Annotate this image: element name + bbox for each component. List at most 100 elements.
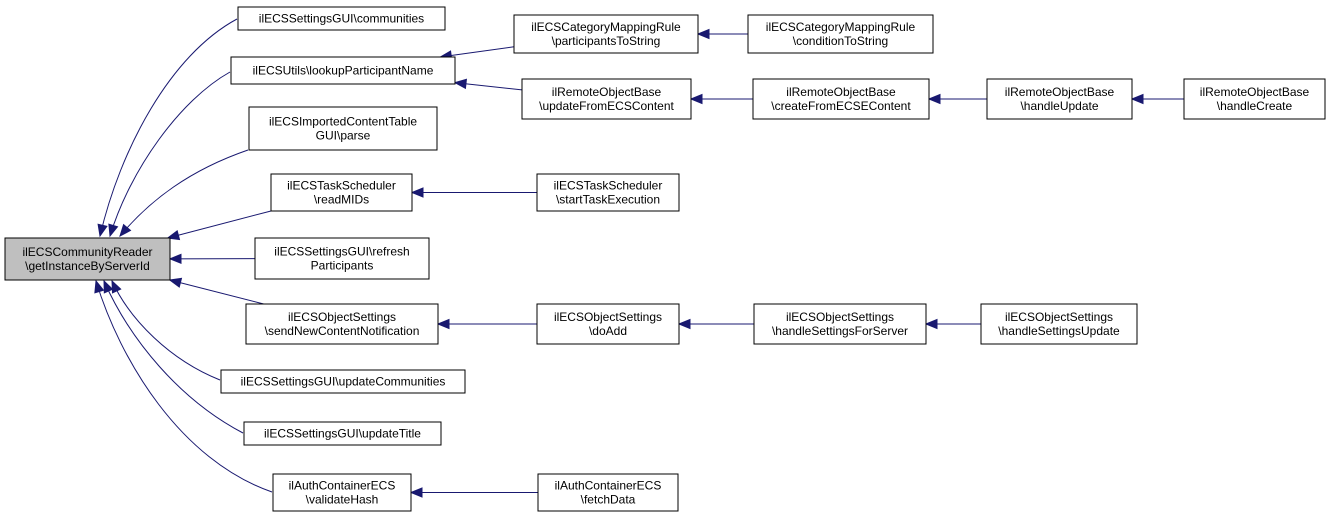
node-comm[interactable]: ilECSSettingsGUI\communities	[237, 6, 446, 31]
node-label: ilECSCommunityReader	[22, 245, 152, 259]
edge-handleSettingsForServer-to-doAdd	[677, 318, 754, 330]
node-box	[220, 369, 466, 394]
node-fetchData[interactable]: ilAuthContainerECS\fetchData	[537, 473, 679, 512]
arrow-head	[166, 230, 181, 241]
node-box	[536, 173, 680, 212]
node-updComm[interactable]: ilECSSettingsGUI\updateCommunities	[220, 369, 466, 394]
node-label: ilAuthContainerECS	[555, 479, 662, 493]
edge-lookup-to-root	[108, 71, 231, 238]
arrow-head	[97, 223, 108, 238]
node-box	[245, 303, 439, 345]
edge-comm-to-root	[97, 18, 238, 238]
edge-line	[99, 18, 238, 237]
node-label: ilECSObjectSettings	[786, 310, 894, 324]
node-updTitle[interactable]: ilECSSettingsGUI\updateTitle	[243, 421, 442, 446]
node-startTask[interactable]: ilECSTaskScheduler\startTaskExecution	[536, 173, 680, 212]
node-createFromECSE[interactable]: ilRemoteObjectBase\createFromECSEContent	[752, 78, 930, 120]
edge-readMIDs-to-root	[166, 210, 272, 241]
edge-condToStr-to-partToStr	[696, 28, 748, 40]
edge-handleSettingsUpdate-to-handleSettingsForServer	[924, 318, 981, 330]
node-root[interactable]: ilECSCommunityReader\getInstanceByServer…	[4, 237, 171, 281]
node-label: ilECSSettingsGUI\refresh	[274, 245, 409, 259]
arrow-head	[689, 93, 703, 105]
node-label: ilAuthContainerECS	[289, 479, 396, 493]
node-label: \startTaskExecution	[556, 193, 660, 207]
node-label: \doAdd	[589, 324, 627, 338]
node-label: \createFromECSEContent	[771, 99, 911, 113]
node-label: ilECSTaskScheduler	[287, 179, 396, 193]
arrow-head	[696, 28, 710, 40]
node-box	[4, 237, 171, 281]
edges-layer	[94, 18, 1184, 498]
node-box	[272, 473, 412, 512]
edge-line	[103, 280, 244, 434]
node-label: ilRemoteObjectBase	[1200, 85, 1310, 99]
node-box	[753, 303, 927, 345]
node-validate[interactable]: ilAuthContainerECS\validateHash	[272, 473, 412, 512]
edge-line	[440, 46, 515, 58]
node-label: \sendNewContentNotification	[265, 324, 420, 338]
arrow-head	[436, 318, 450, 330]
edge-fetchData-to-validate	[409, 487, 538, 498]
node-partToStr[interactable]: ilECSCategoryMappingRule\participantsToS…	[513, 14, 699, 54]
arrow-head	[409, 487, 423, 498]
node-lookup[interactable]: ilECSUtils\lookupParticipantName	[230, 56, 456, 85]
node-handleSettingsUpdate[interactable]: ilECSObjectSettings\handleSettingsUpdate	[980, 303, 1138, 345]
node-box	[521, 78, 692, 120]
node-handleCreate[interactable]: ilRemoteObjectBase\handleCreate	[1183, 78, 1326, 120]
arrow-head	[111, 279, 122, 294]
node-label: \fetchData	[581, 493, 636, 507]
edge-updTitle-to-root	[103, 279, 244, 434]
node-label: \getInstanceByServerId	[25, 259, 150, 273]
node-label: \readMIDs	[314, 193, 369, 207]
arrow-head	[168, 253, 182, 265]
node-box	[270, 173, 413, 212]
node-box	[747, 14, 934, 54]
node-box	[1183, 78, 1326, 120]
node-label: ilECSObjectSettings	[554, 310, 662, 324]
arrow-head	[924, 318, 938, 330]
node-label: ilECSObjectSettings	[1005, 310, 1113, 324]
edge-doAdd-to-sendNew	[436, 318, 537, 330]
edge-line	[167, 210, 272, 239]
nodes-layer: ilECSCommunityReader\getInstanceByServer…	[4, 6, 1326, 512]
node-box	[537, 473, 679, 512]
node-box	[986, 78, 1133, 120]
node-updFromECS[interactable]: ilRemoteObjectBase\updateFromECSContent	[521, 78, 692, 120]
node-sendNew[interactable]: ilECSObjectSettings\sendNewContentNotifi…	[245, 303, 439, 345]
edge-line	[169, 279, 264, 305]
node-label: ilECSSettingsGUI\updateCommunities	[241, 375, 446, 389]
node-condToStr[interactable]: ilECSCategoryMappingRule\conditionToStri…	[747, 14, 934, 54]
arrow-head	[108, 223, 119, 238]
edge-sendNew-to-root	[168, 277, 264, 305]
arrow-head	[410, 187, 424, 198]
arrow-head	[677, 318, 691, 330]
node-doAdd[interactable]: ilECSObjectSettings\doAdd	[536, 303, 680, 345]
arrow-head	[103, 279, 114, 294]
arrow-head	[94, 279, 105, 294]
edge-validate-to-root	[94, 279, 273, 493]
node-label: \validateHash	[306, 493, 379, 507]
edge-handleUpdate-to-createFromECSE	[927, 93, 987, 105]
node-label: ilECSObjectSettings	[288, 310, 396, 324]
node-label: ilECSUtils\lookupParticipantName	[253, 64, 434, 78]
arrow-head	[168, 277, 183, 288]
node-label: \conditionToString	[793, 34, 888, 48]
edge-line	[109, 71, 231, 237]
edge-line	[95, 280, 273, 493]
node-label: ilECSTaskScheduler	[554, 179, 663, 193]
node-box	[536, 303, 680, 345]
arrow-head	[927, 93, 941, 105]
node-box	[237, 6, 446, 31]
node-label: ilECSCategoryMappingRule	[766, 20, 916, 34]
node-handleUpdate[interactable]: ilRemoteObjectBase\handleUpdate	[986, 78, 1133, 120]
node-handleSettingsForServer[interactable]: ilECSObjectSettings\handleSettingsForSer…	[753, 303, 927, 345]
edge-updComm-to-root	[111, 279, 221, 381]
edge-updFromECS-to-lookup	[453, 78, 523, 91]
node-label: ilRemoteObjectBase	[552, 85, 662, 99]
node-readMIDs[interactable]: ilECSTaskScheduler\readMIDs	[270, 173, 413, 212]
node-label: \handleSettingsForServer	[772, 324, 908, 338]
